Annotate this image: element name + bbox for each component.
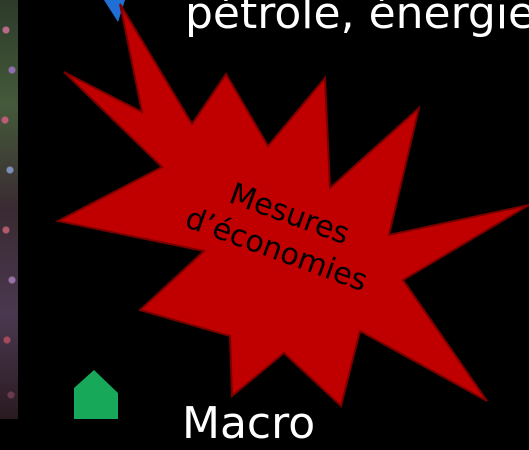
explosion-burst	[55, 3, 529, 408]
top-bullet-text: pétrole, énergie)	[185, 0, 529, 39]
flower-photo-edge	[0, 0, 18, 419]
green-arrow-icon	[74, 370, 118, 419]
slide-shapes: Mesures d’économies	[55, 0, 529, 419]
bottom-bullet-text: Macro	[182, 398, 316, 449]
